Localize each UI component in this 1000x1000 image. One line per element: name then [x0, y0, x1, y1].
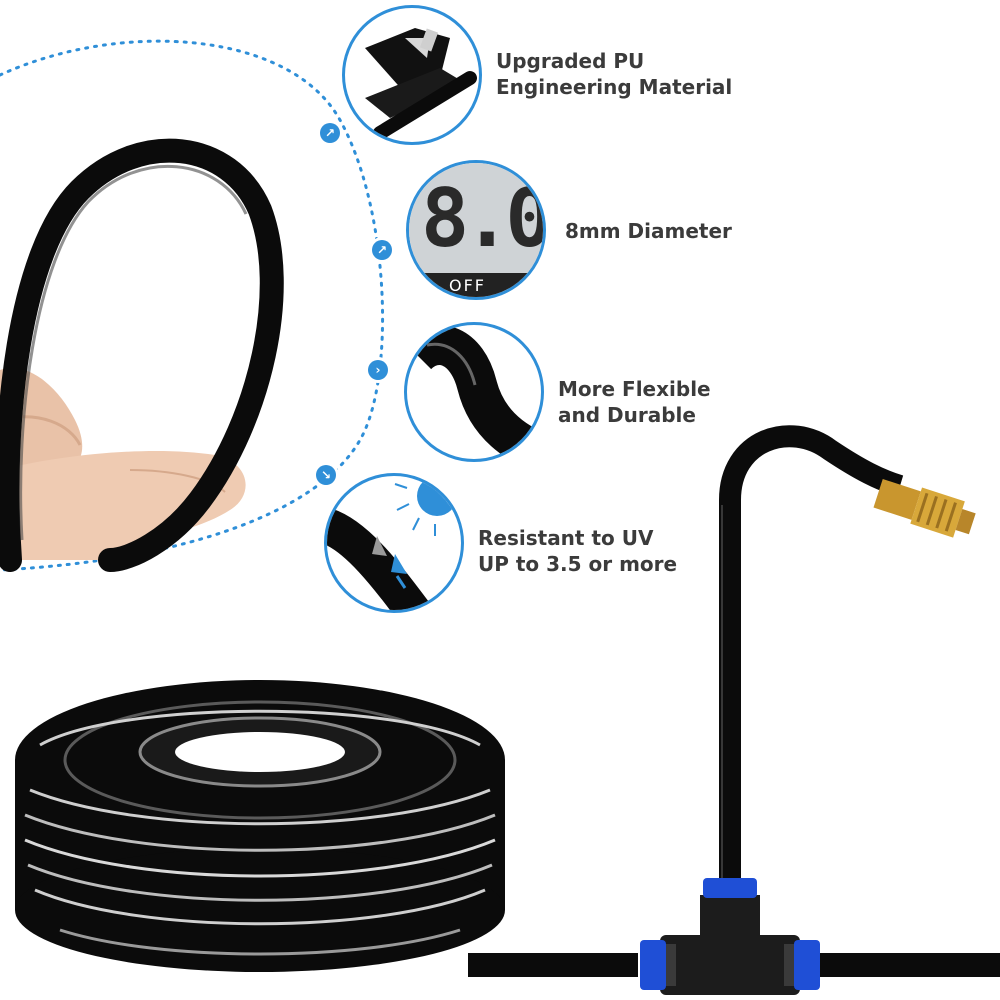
chevron-right-icon: ›	[368, 360, 388, 380]
feature-3-text: More Flexible and Durable	[558, 376, 711, 428]
feature-4-image	[324, 473, 464, 613]
feature-4-line2: UP to 3.5 or more	[478, 552, 678, 576]
arrow-bullet-icon: ↘	[316, 465, 336, 485]
feature-3-line1: More Flexible	[558, 377, 711, 401]
feature-2-image: 8.0 OFF	[406, 160, 546, 300]
dotted-arc	[0, 39, 385, 572]
flexible-tube-icon	[407, 325, 541, 459]
display-digits: 8.0	[421, 172, 546, 265]
tee-fitting-with-nozzle	[468, 425, 1000, 995]
feature-3-line2: and Durable	[558, 403, 696, 427]
feature-1-image	[342, 5, 482, 145]
hose-loop	[0, 138, 284, 572]
display-label: OFF	[449, 276, 486, 295]
brass-nozzle	[873, 478, 976, 538]
feature-1-line2: Engineering Material	[496, 75, 733, 99]
feature-1-text: Upgraded PU Engineering Material	[496, 48, 732, 100]
feature-2-line1: 8mm Diameter	[565, 219, 732, 243]
arrow-bullet-icon: ↗	[320, 123, 340, 143]
digital-display-icon	[409, 163, 543, 297]
feature-3-image	[404, 322, 544, 462]
hose-cutter-icon	[365, 28, 477, 140]
feature-4-line1: Resistant to UV	[478, 526, 654, 550]
hose-coil	[15, 680, 505, 972]
sun-uv-icon	[327, 476, 457, 610]
feature-2-text: 8mm Diameter	[565, 218, 732, 244]
hand-holding-hose	[0, 368, 246, 560]
arrow-bullet-icon: ↗	[372, 240, 392, 260]
feature-4-text: Resistant to UV UP to 3.5 or more	[478, 525, 677, 577]
feature-1-line1: Upgraded PU	[496, 49, 645, 73]
riser-tube	[719, 425, 904, 890]
